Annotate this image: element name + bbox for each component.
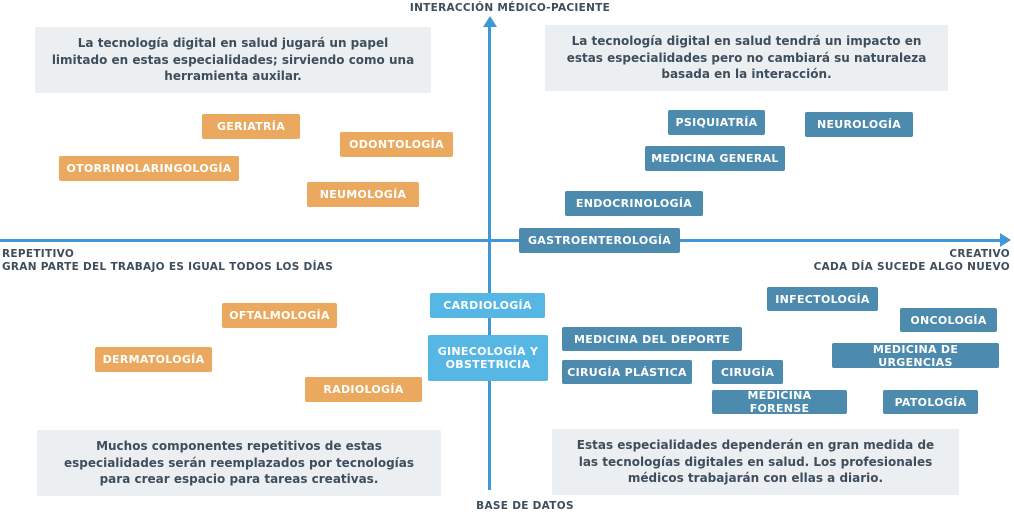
- specialty-radiologia: RADIOLOGÍA: [305, 377, 422, 402]
- specialty-medicina-del-deporte: MEDICINA DEL DEPORTE: [562, 327, 742, 351]
- axis-label-top: INTERACCIÓN MÉDICO-PACIENTE: [409, 2, 611, 14]
- specialty-medicina-de-urgencias: MEDICINA DE URGENCIAS: [832, 343, 999, 369]
- specialty-dermatologia: DERMATOLOGÍA: [95, 347, 212, 372]
- axis-right-title: CREATIVO: [949, 248, 1010, 260]
- specialty-medicina-general: MEDICINA GENERAL: [645, 146, 785, 171]
- axis-left-subtitle: GRAN PARTE DEL TRABAJO ES IGUAL TODOS LO…: [2, 261, 334, 273]
- axis-left-title: REPETITIVO: [2, 248, 75, 260]
- note-top-left: La tecnología digital en salud jugará un…: [35, 27, 431, 93]
- note-bottom-left: Muchos componentes repetitivos de estas …: [37, 430, 441, 496]
- specialty-oftalmologia: OFTALMOLOGÍA: [222, 303, 337, 328]
- specialty-gastroenterologia: GASTROENTEROLOGÍA: [519, 228, 680, 253]
- right-arrowhead-icon: [1000, 233, 1011, 247]
- specialty-oncologia: ONCOLOGÍA: [900, 308, 997, 332]
- axis-label-right: CREATIVO CADA DÍA SUCEDE ALGO NUEVO: [814, 248, 1010, 274]
- specialty-cirugia: CIRUGÍA: [712, 360, 783, 384]
- specialty-cirugia-plastica: CIRUGÍA PLÁSTICA: [562, 360, 692, 384]
- note-bottom-right: Estas especialidades dependerán en gran …: [552, 429, 959, 495]
- specialty-geriatria: GERIATRÍA: [202, 114, 300, 139]
- vertical-axis-line: [488, 24, 491, 490]
- specialty-psiquiatria: PSIQUIATRÍA: [668, 110, 765, 135]
- specialty-cardiologia: CARDIOLOGÍA: [430, 293, 545, 318]
- specialty-otorrinolaringologia: OTORRINOLARINGOLOGÍA: [59, 156, 239, 181]
- specialty-neumologia: NEUMOLOGÍA: [307, 182, 419, 207]
- specialty-infectologia: INFECTOLOGÍA: [767, 287, 878, 311]
- horizontal-axis-line: [0, 239, 1002, 242]
- specialty-medicina-forense: MEDICINA FORENSE: [712, 389, 847, 415]
- up-arrowhead-icon: [483, 16, 497, 27]
- specialty-ginecologia-y-obstetricia: GINECOLOGÍA Y OBSTETRICIA: [428, 335, 548, 381]
- specialty-patologia: PATOLOGÍA: [883, 390, 978, 414]
- specialty-neurologia: NEUROLOGÍA: [805, 112, 913, 137]
- specialty-odontologia: ODONTOLOGÍA: [340, 132, 453, 157]
- axis-label-left: REPETITIVO GRAN PARTE DEL TRABAJO ES IGU…: [2, 248, 333, 274]
- axis-right-subtitle: CADA DÍA SUCEDE ALGO NUEVO: [813, 261, 1010, 273]
- note-top-right: La tecnología digital en salud tendrá un…: [545, 25, 948, 91]
- axis-label-bottom: BASE DE DATOS: [476, 500, 574, 512]
- specialty-endocrinologia: ENDOCRINOLOGÍA: [565, 191, 703, 216]
